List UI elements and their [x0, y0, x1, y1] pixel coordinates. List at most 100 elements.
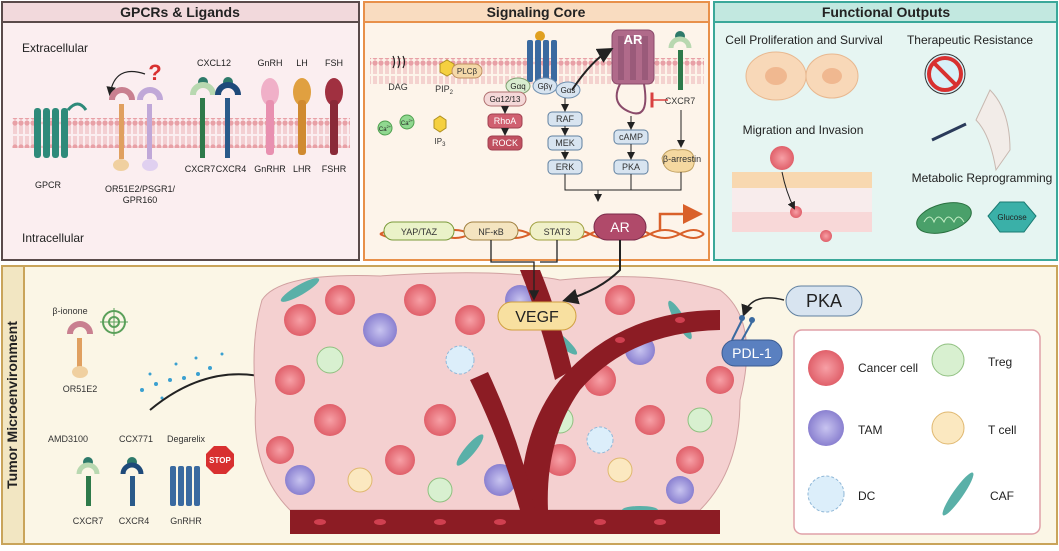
pip2-icon — [439, 59, 455, 77]
cancer-cells — [266, 284, 734, 476]
nfkb-to-vegf-arrow — [490, 240, 540, 301]
pka-to-pdl1-arrow — [741, 297, 785, 317]
nfkb-label: NF-κB — [478, 227, 504, 237]
gpcrs-membrane — [12, 118, 350, 148]
gpcrs-panel: GPCRs & Ligands Extracellular Intracellu… — [1, 1, 360, 261]
ar-receptor-icon — [611, 29, 655, 115]
ip3-icon — [433, 115, 447, 133]
proliferation-label: Cell Proliferation and Survival — [725, 33, 882, 47]
cxcr7-label: CXCR7 — [185, 164, 216, 174]
legend-tcell-icon — [931, 411, 965, 445]
ca-icon-1 — [399, 114, 415, 130]
gas-label: Gαs — [561, 86, 576, 95]
ccx771-label: CCX771 — [119, 434, 153, 444]
stop-icon — [206, 446, 234, 474]
cxcr7-receptor-icon — [190, 77, 216, 158]
plcb-label: PLCβ — [457, 67, 478, 76]
or51e2-group-label: OR51E2/PSGR1/ — [105, 184, 176, 194]
gnrh-label: GnRH — [257, 58, 282, 68]
gnrhr-receptor-icon — [261, 78, 279, 155]
lh-label: LH — [296, 58, 308, 68]
tme-cxcr7-icon — [76, 457, 100, 506]
migration-label: Migration and Invasion — [743, 123, 864, 137]
fshr-label: FSHR — [322, 164, 347, 174]
gpcrs-title: GPCRs & Ligands — [120, 4, 240, 20]
tme-cxcr4-icon — [120, 457, 144, 506]
legend-cancer-label: Cancer cell — [858, 361, 918, 375]
pka-label: PKA — [622, 162, 640, 172]
tme-gnrhr-icon — [170, 466, 200, 506]
stat3-to-vegf-line — [540, 240, 558, 263]
legend-tcell-label: T cell — [988, 423, 1016, 437]
gpr160-label: GPR160 — [123, 195, 158, 205]
legend-tam-label: TAM — [858, 423, 882, 437]
outputs-title: Functional Outputs — [822, 4, 951, 20]
vegf-label: VEGF — [515, 309, 559, 326]
tme-title: Tumor Microenvironment — [4, 321, 20, 489]
no-drug-icon — [924, 53, 966, 95]
gas-to-ar-arrow — [571, 48, 614, 91]
legend-tam-icon — [808, 410, 844, 446]
rhoa-label: RhoA — [494, 116, 517, 126]
cxcl12-label: CXCL12 — [197, 58, 231, 68]
question-mark: ? — [148, 60, 161, 85]
gpcr-icon — [34, 102, 88, 158]
lhr-receptor-icon — [293, 78, 311, 155]
target-icon — [100, 308, 128, 336]
dividing-cell-icon — [745, 51, 859, 101]
b-arrestin-icon — [661, 149, 695, 173]
arrestin-to-junction — [631, 172, 682, 191]
tme-pka-label: PKA — [806, 291, 842, 311]
cxcr4-receptor-icon — [215, 77, 241, 158]
outputs-panel-header — [713, 1, 1058, 23]
dc-cells — [445, 345, 614, 454]
erk-label: ERK — [556, 162, 575, 172]
ca-label-1: Ca2+ — [401, 118, 414, 127]
transcription-arrow — [658, 204, 703, 230]
mitochondrion-icon — [916, 202, 972, 234]
tme-panel: Tumor Microenvironment β-ionone OR51E2 A… — [1, 240, 1058, 545]
cxcr4-label: CXCR4 — [216, 164, 247, 174]
tme-cxcr4-label: CXCR4 — [119, 516, 150, 526]
yap-taz-node — [383, 221, 455, 241]
signaling-panel-header — [363, 1, 710, 23]
tme-side-header — [1, 265, 25, 545]
t-cells — [347, 457, 633, 493]
ca-label-2: Ca2+ — [379, 124, 392, 133]
ca-icon-2 — [377, 120, 393, 136]
amd3100-label: AMD3100 — [48, 434, 88, 444]
migration-icon — [732, 146, 872, 242]
glucose-icon — [987, 201, 1037, 233]
stop-label: STOP — [209, 456, 231, 465]
fsh-label: FSH — [325, 58, 343, 68]
signaling-panel: Signaling Core DAG PIP2 PLCβ Ca2+ Ca2+ I… — [363, 1, 710, 261]
legend-treg-label: Treg — [988, 355, 1012, 369]
legend-caf-label: CAF — [990, 489, 1014, 503]
drug-particles — [140, 352, 224, 400]
plcb-node — [451, 63, 483, 79]
degarelix-label: Degarelix — [167, 434, 206, 444]
legend-cancer-icon — [808, 350, 844, 386]
gpcrs-panel-header — [1, 1, 360, 23]
intracellular-label: Intracellular — [22, 231, 84, 245]
ga1213-label: Gα12/13 — [490, 95, 521, 104]
b-arrestin-label: β-arrestin — [663, 154, 701, 164]
stat3-label: STAT3 — [544, 227, 571, 237]
outputs-panel: Functional Outputs Cell Proliferation an… — [713, 1, 1058, 261]
core-cxcr7-label: CXCR7 — [665, 96, 696, 106]
dag-label: DAG — [388, 82, 408, 92]
pdl1-node — [721, 339, 783, 367]
gpcr-label: GPCR — [35, 180, 62, 190]
rock-node — [487, 135, 523, 151]
nuclear-ar-label: AR — [610, 219, 629, 235]
core-cxcr7-icon — [668, 31, 692, 90]
ar-receptor-label: AR — [624, 32, 643, 47]
tme-gnrhr-label: GnRHR — [170, 516, 202, 526]
legend-caf-icon — [942, 472, 974, 516]
ip3-label: IP3 — [435, 137, 447, 148]
raf-label: RAF — [556, 114, 575, 124]
gby-label: Gβγ — [538, 82, 553, 91]
fshr-receptor-icon — [325, 78, 343, 155]
legend-box — [793, 329, 1041, 535]
